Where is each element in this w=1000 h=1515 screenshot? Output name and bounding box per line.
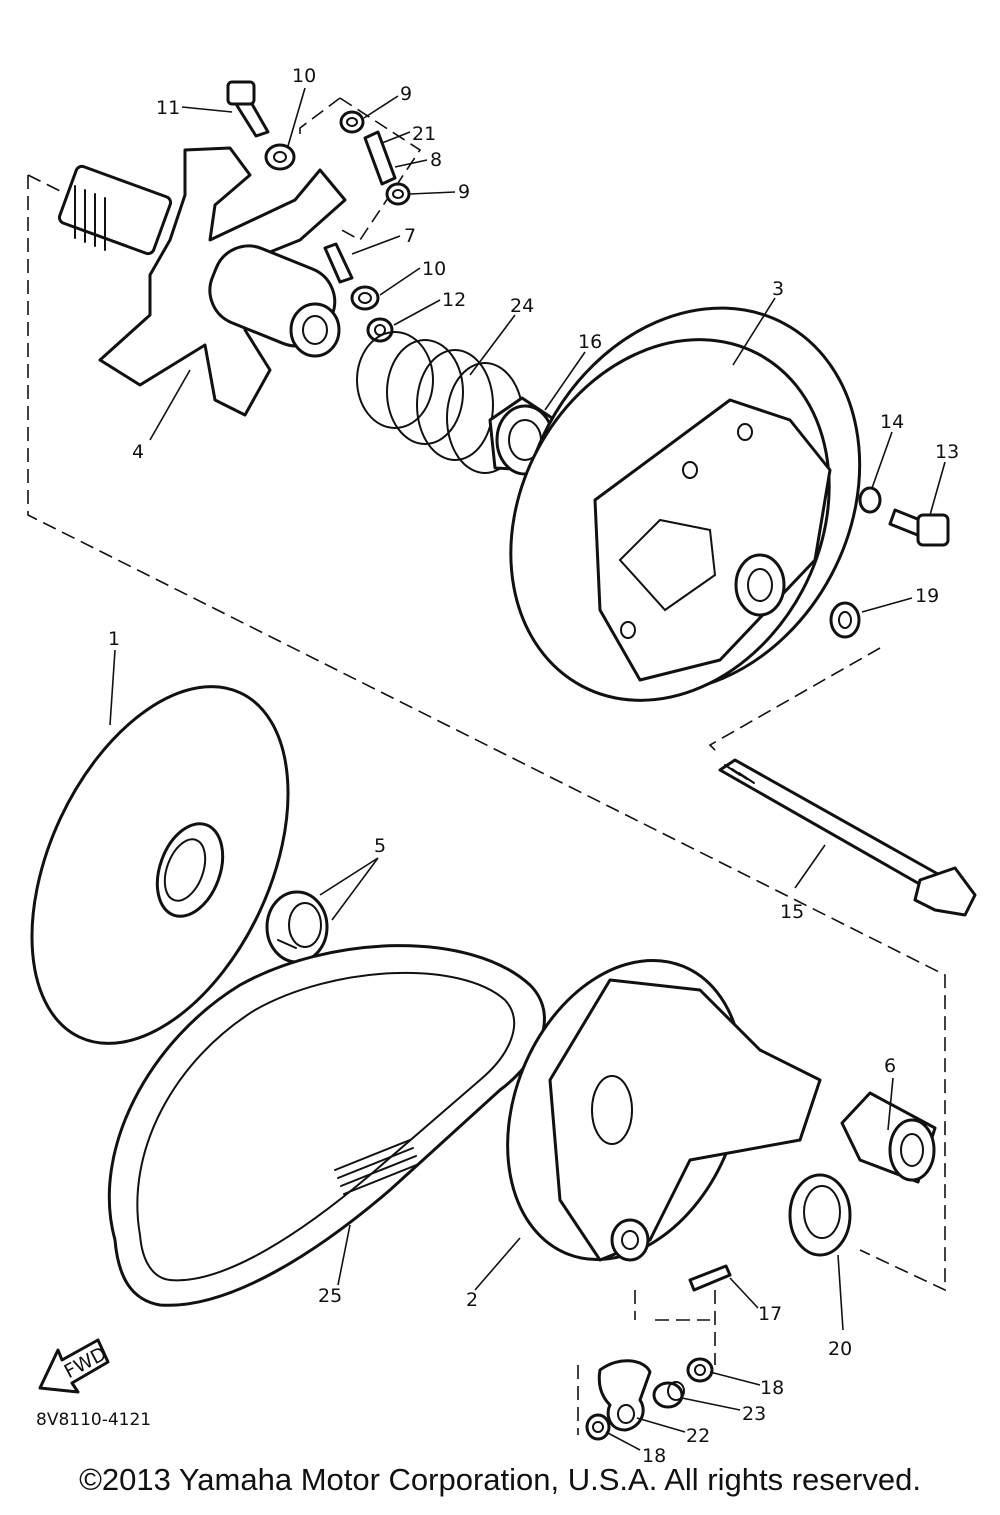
pin-21 (363, 130, 397, 186)
callout-15: 15 (780, 901, 804, 923)
callout-18-lower: 18 (642, 1445, 666, 1467)
callout-19: 19 (915, 585, 939, 607)
spider-assembly (57, 146, 347, 417)
nut-12 (366, 317, 394, 343)
weight-group-outline (577, 1290, 716, 1435)
bolt-13 (888, 508, 950, 547)
callout-10-upper: 10 (292, 65, 316, 87)
collar-23 (652, 1381, 685, 1409)
callout-1: 1 (108, 628, 120, 650)
bolt-11 (226, 80, 270, 138)
movable-sheave-3 (509, 306, 862, 702)
fixed-sheave-1 (30, 685, 290, 1045)
washer-18-upper (686, 1357, 714, 1383)
bolt-axis-line (708, 647, 881, 756)
washer-19 (829, 601, 861, 639)
assembly-outline-top (27, 174, 63, 193)
callout-17: 17 (758, 1303, 782, 1325)
pin-17 (688, 1264, 732, 1292)
callout-12: 12 (442, 289, 466, 311)
leader-lines (109, 87, 946, 1451)
washer-9-upper (339, 110, 365, 134)
callout-11: 11 (156, 97, 180, 119)
callout-numbers: 11 10 9 21 8 9 7 10 12 24 16 3 4 14 13 1… (108, 65, 959, 1467)
collar-10-upper (264, 143, 296, 171)
callout-14: 14 (880, 411, 904, 433)
fwd-arrow-icon: FWD (38, 1338, 110, 1394)
collar-5 (265, 890, 329, 964)
callout-6: 6 (884, 1055, 896, 1077)
washer-9-lower (385, 182, 411, 206)
secondary-sheave-2 (506, 958, 822, 1262)
callout-7: 7 (404, 225, 416, 247)
assembly-outline (27, 175, 946, 1292)
callout-20: 20 (828, 1338, 852, 1360)
callout-9-upper: 9 (400, 83, 412, 105)
callout-4: 4 (132, 441, 144, 463)
collar-10-lower (350, 285, 380, 311)
pin-7 (323, 242, 354, 284)
long-bolt-15 (718, 758, 977, 917)
callout-24: 24 (510, 295, 534, 317)
drive-belt-25 (107, 944, 546, 1307)
callout-8: 8 (430, 149, 442, 171)
callout-23: 23 (742, 1403, 766, 1425)
drawing-code: 8V8110-4121 (36, 1410, 152, 1430)
sleeve-6 (840, 1091, 937, 1184)
callout-18-upper: 18 (760, 1377, 784, 1399)
weight-arm-22 (597, 1359, 652, 1432)
washer-18-lower (585, 1413, 611, 1441)
callout-10-lower: 10 (422, 258, 446, 280)
callout-25: 25 (318, 1285, 342, 1307)
callout-9-lower: 9 (458, 181, 470, 203)
callout-21: 21 (412, 123, 436, 145)
callout-2: 2 (466, 1289, 478, 1311)
callout-5: 5 (374, 835, 386, 857)
ring-20 (788, 1173, 852, 1257)
callout-16: 16 (578, 331, 602, 353)
washer-14 (858, 486, 882, 514)
copyright-notice: ©2013 Yamaha Motor Corporation, U.S.A. A… (79, 1462, 921, 1497)
callout-22: 22 (686, 1425, 710, 1447)
callout-13: 13 (935, 441, 959, 463)
callout-3: 3 (772, 278, 784, 300)
